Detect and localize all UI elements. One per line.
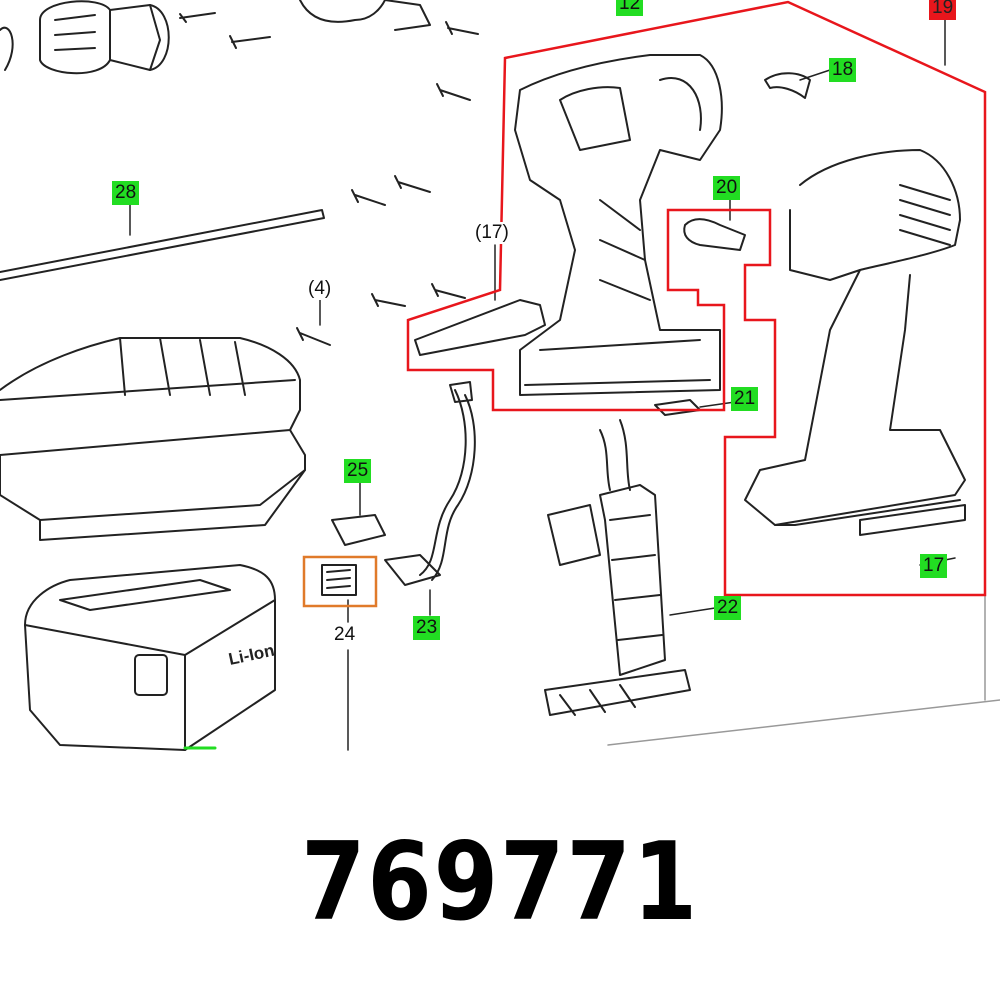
callout-24: 24 [331,623,359,647]
part-number: 769771 [300,820,700,945]
highlight-box-24 [302,555,378,608]
callout-28: 28 [112,181,140,205]
small-part-24 [321,564,357,596]
small-part-24-detail [326,569,351,589]
electronics-module-part [544,419,691,716]
callout-23: 23 [413,616,441,640]
housing-shell-part [744,149,966,536]
callout-22: 22 [714,596,742,620]
chuck-part [0,0,170,75]
callout-21: 21 [731,387,759,411]
screws [179,12,479,346]
battery-part [24,564,276,751]
plate-part [654,399,701,416]
callout-20: 20 [713,176,741,200]
rod-part [0,209,325,281]
callout-25: 25 [344,459,372,483]
charger-part [0,337,306,541]
housing-half-part [514,54,723,396]
wiring-part [384,381,476,586]
clip-part [764,72,811,99]
callout-18: 18 [829,58,857,82]
callout-17-paren: (17) [475,222,509,244]
group-19-outline [406,0,987,597]
switch-part [683,218,746,251]
callout-19: 19 [929,0,957,20]
callout-4-paren: (4) [308,278,332,300]
battery-brand-label: Li-Ion [227,641,276,669]
callout-12: 12 [616,0,644,16]
lever-part [414,299,546,356]
callout-17: 17 [920,554,948,578]
small-part-25 [331,514,386,546]
gear-housing-part [299,0,431,31]
